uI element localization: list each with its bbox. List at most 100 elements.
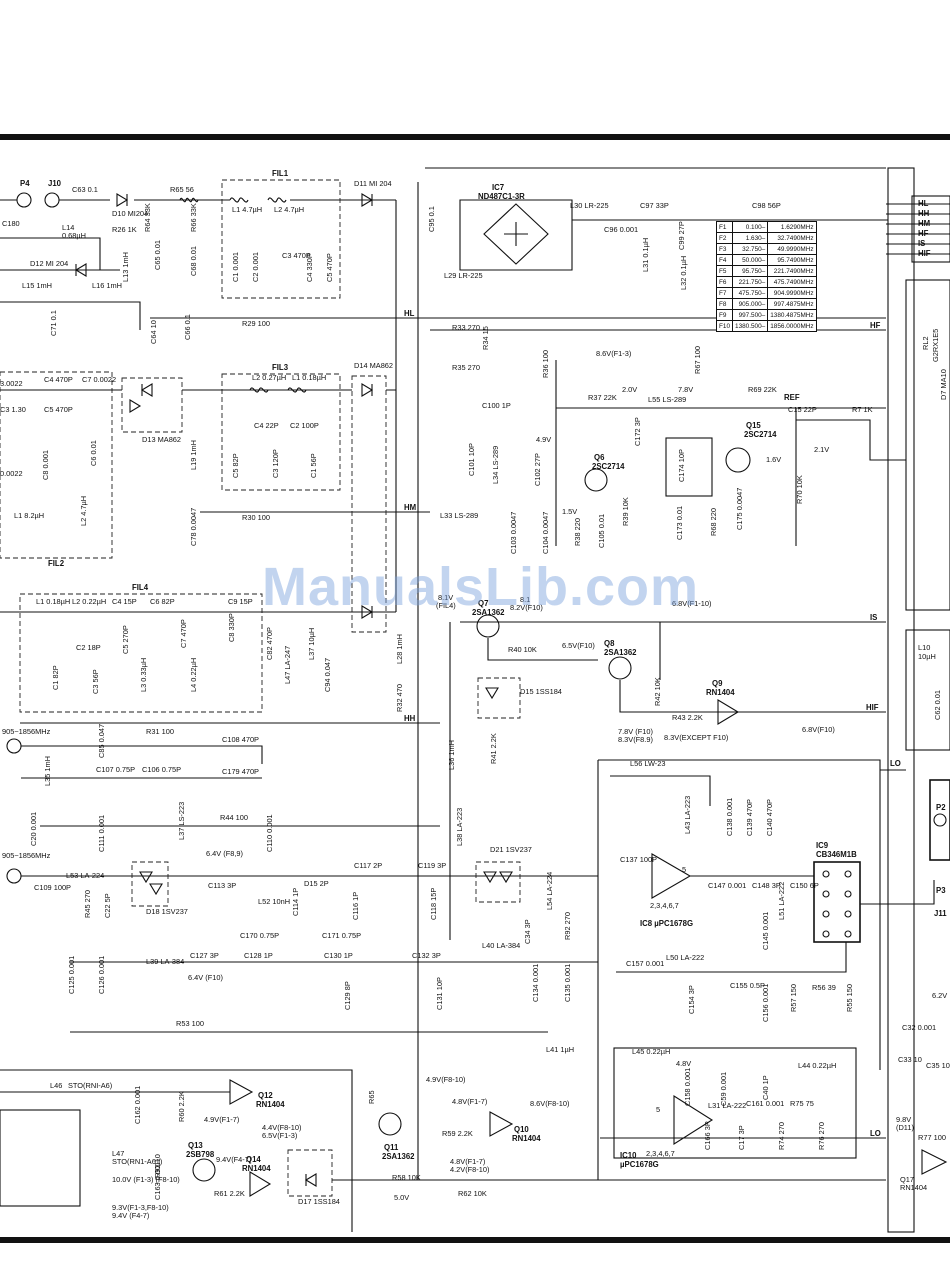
- v20-label: 2.0V: [622, 385, 637, 394]
- ic9-output: [860, 880, 935, 905]
- v50-label: 5.0V: [394, 1193, 409, 1202]
- q14-symbol: [249, 1171, 272, 1197]
- d14-lower-symbol: [361, 605, 374, 619]
- p4-jack-1: [16, 192, 32, 208]
- d18-symbol: [139, 871, 163, 896]
- r45-label: R45 270: [83, 890, 92, 918]
- fil1-c1: C1 0.001: [231, 252, 240, 282]
- d13-label: D13 MA862: [142, 435, 181, 444]
- v49b-label: 4.9V(F8-10): [426, 1075, 465, 1084]
- q9-part: RN1404: [706, 688, 735, 697]
- q8-label: Q8: [604, 639, 615, 648]
- p2-jack: [933, 813, 947, 827]
- c114-label: C114 1P: [291, 888, 300, 916]
- c109-label: C109 100P: [34, 883, 71, 892]
- fil4-c7: C7 470P: [179, 619, 188, 648]
- fil3-inductors: [249, 387, 307, 393]
- d17-symbol: [304, 1173, 317, 1187]
- d21-label: D21 1SV237: [490, 845, 532, 854]
- c40-label: C40 1P: [761, 1075, 770, 1100]
- fil4-c4: C4 15P: [112, 597, 137, 606]
- r29-label: R29 100: [242, 319, 270, 328]
- c62-label: C62 0.01: [933, 690, 942, 720]
- fil2-l1: L1 8.2µH: [14, 511, 44, 520]
- v15-label: 1.5V: [562, 507, 577, 516]
- l39-label: L39 LA-384: [146, 957, 184, 966]
- input-jack-2: [6, 868, 22, 884]
- ic7-part: ND487C1-3R: [478, 192, 525, 201]
- fil4-l3: L3 0.33µH: [139, 658, 148, 692]
- q6-label: Q6: [594, 453, 605, 462]
- r76-label: R76 270: [817, 1122, 826, 1150]
- rail-hh-label: HH: [404, 714, 416, 723]
- c101-label: C101 10P: [467, 443, 476, 476]
- right-relay-box: [905, 279, 950, 611]
- v49-bottom: 4.9V(F1-7): [204, 1115, 239, 1124]
- l46-part: STO(RNI-A6): [68, 1081, 112, 1090]
- fil2-l2: L2 4.7µH: [79, 496, 88, 526]
- q15-label: Q15: [746, 421, 761, 430]
- d7-label: D7 MA10: [939, 369, 948, 400]
- c118-label: C118 15P: [429, 888, 438, 920]
- d14-symbol: [361, 383, 374, 397]
- q6-part: 2SC2714: [592, 462, 625, 471]
- fil4-outline: [19, 593, 263, 713]
- c131-label: C131 10P: [435, 977, 444, 1010]
- ic8-section: L56 LW-23 C137 100P 5 2,3,4,6,7 IC8 µPC1…: [610, 759, 935, 950]
- ic7-bridge: [504, 222, 528, 246]
- fil2-v: 3.0022: [0, 379, 23, 388]
- v48b-label: 4.8V(F1-7): [450, 1157, 485, 1166]
- band-start-cell: 997.500–: [732, 309, 769, 321]
- c126-label: C126 0.001: [97, 956, 106, 994]
- band-end-cell: 221.7490MHz: [767, 265, 817, 277]
- fil4-c85: C85 0.047: [97, 724, 106, 758]
- q17-label: Q17: [900, 1175, 914, 1184]
- l45-label: L45 0.22µH: [632, 1047, 670, 1056]
- l52-label: L52 10nH: [258, 897, 290, 906]
- v86-label: 8.6V(F1-3): [596, 349, 631, 358]
- c104-label: C104 0.0047: [541, 512, 550, 554]
- d14-outline: [351, 375, 387, 633]
- fil2-c5: C5 470P: [44, 405, 73, 414]
- c110-label: C110 0.001: [265, 814, 274, 852]
- q11-part: 2SA1362: [382, 1152, 415, 1161]
- band-id-cell: F3: [715, 243, 734, 255]
- c105-label: C105 0.01: [597, 514, 606, 548]
- amp-tank-box: [665, 437, 713, 497]
- right-l10-box: [905, 629, 950, 751]
- fil1-c5: C5 470P: [325, 253, 334, 282]
- q12-symbol: [229, 1079, 254, 1105]
- fil2-block: FIL2 3.0022 C4 470P C7 0.0022 C5 470P C3…: [0, 371, 122, 568]
- d10-label: D10 MI204: [112, 209, 148, 218]
- p2-label: P2: [936, 803, 946, 812]
- q13-label: Q13: [188, 1141, 203, 1150]
- c100-label: C100 1P: [482, 401, 511, 410]
- fil4-c5: C5 270P: [121, 625, 130, 654]
- low-left-section: 905~1856MHz C108 470P C107 0.75P C106 0.…: [2, 727, 598, 1054]
- c98-label: C98 56P: [752, 201, 781, 210]
- band-end-cell: 1380.4875MHz: [767, 309, 817, 321]
- amp-supply: [555, 360, 886, 546]
- q9-label: Q9: [712, 679, 723, 688]
- c140-label: C140 470P: [765, 799, 774, 836]
- fil4-c2: C2 18P: [76, 643, 101, 652]
- ic10-input-line: [616, 942, 847, 973]
- fil2-c6: C6 0.01: [89, 440, 98, 466]
- j11-label: J11: [934, 909, 947, 918]
- c174-label: C174 10P: [677, 449, 686, 482]
- fil4-l1: L1 0.18µH: [36, 597, 70, 606]
- v64-label: 6.4V (F8,9): [206, 849, 243, 858]
- edge-label-hm: HM: [918, 219, 930, 228]
- rl2-label: RL2: [921, 336, 930, 350]
- c66-label: C66 0.1: [183, 314, 192, 340]
- c147-label: C147 0.001: [708, 881, 746, 890]
- l29-label: L29 LR-225: [444, 271, 483, 280]
- l55-label: L55 LS-289: [648, 395, 686, 404]
- q15-part: 2SC2714: [744, 430, 777, 439]
- band-id-cell: F1: [715, 221, 734, 233]
- amp-section: R36 100 R37 22K 2.0V 7.8V R67 100 R69 22…: [440, 346, 906, 554]
- fil2-c4: C4 470P: [44, 375, 73, 384]
- c99-label: C99 27P: [677, 221, 686, 250]
